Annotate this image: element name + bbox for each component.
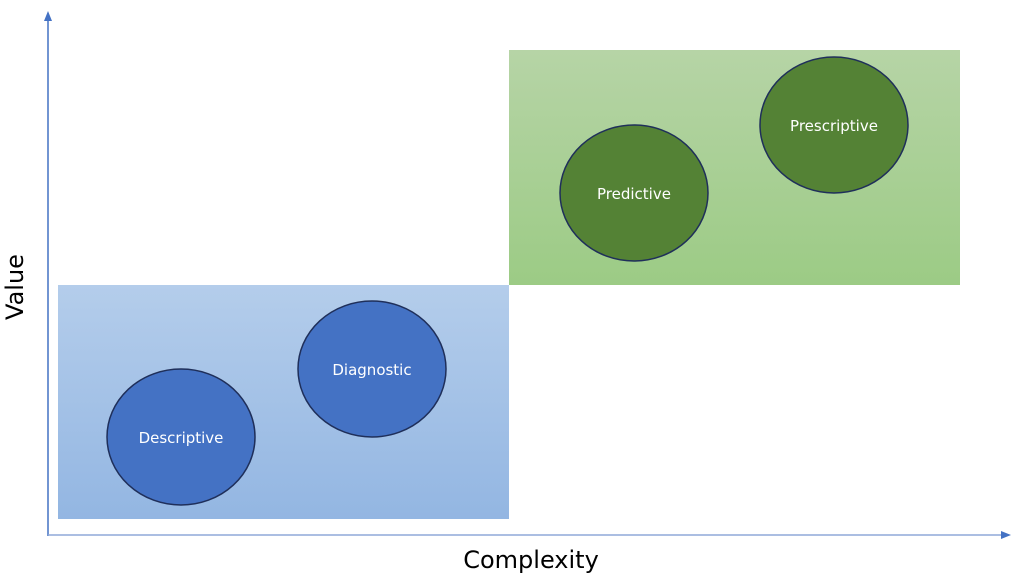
- node-prescriptive-ellipse: [759, 56, 909, 194]
- x-axis-arrow-icon: [1001, 531, 1011, 539]
- y-axis-arrow-icon: [44, 11, 52, 21]
- node-predictive: Predictive: [559, 124, 709, 262]
- node-diagnostic-label: Diagnostic: [332, 361, 411, 379]
- y-axis-label: Value: [1, 254, 29, 320]
- node-predictive-ellipse: [559, 124, 709, 262]
- node-descriptive-ellipse: [106, 368, 256, 506]
- node-descriptive: Descriptive: [106, 368, 256, 506]
- node-diagnostic: Diagnostic: [297, 300, 447, 438]
- node-predictive-label: Predictive: [597, 185, 671, 203]
- node-prescriptive: Prescriptive: [759, 56, 909, 194]
- node-descriptive-label: Descriptive: [139, 429, 224, 447]
- node-diagnostic-ellipse: [297, 300, 447, 438]
- x-axis-label: Complexity: [463, 546, 599, 574]
- node-prescriptive-label: Prescriptive: [790, 117, 878, 135]
